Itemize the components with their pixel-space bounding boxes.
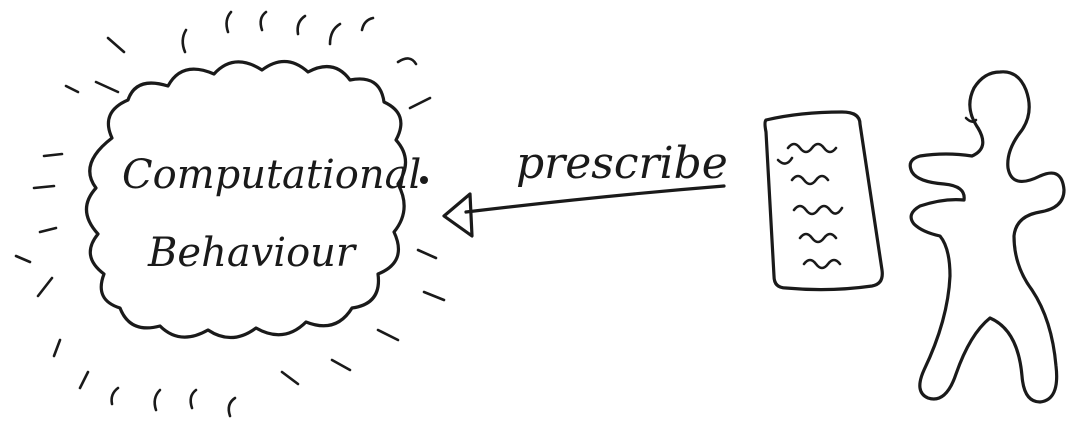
arrow-label: prescribe	[516, 138, 728, 189]
cloud-radiating-lines	[14, 10, 446, 418]
cloud-label-line2: Behaviour	[147, 230, 358, 276]
ink-dot	[420, 176, 428, 184]
cloud-icon	[84, 59, 408, 340]
arrow-left-icon	[442, 184, 726, 238]
cloud-label-line1: Computational	[122, 152, 421, 198]
person-eye	[964, 116, 978, 123]
document-icon	[763, 110, 884, 292]
person-icon	[908, 70, 1066, 404]
